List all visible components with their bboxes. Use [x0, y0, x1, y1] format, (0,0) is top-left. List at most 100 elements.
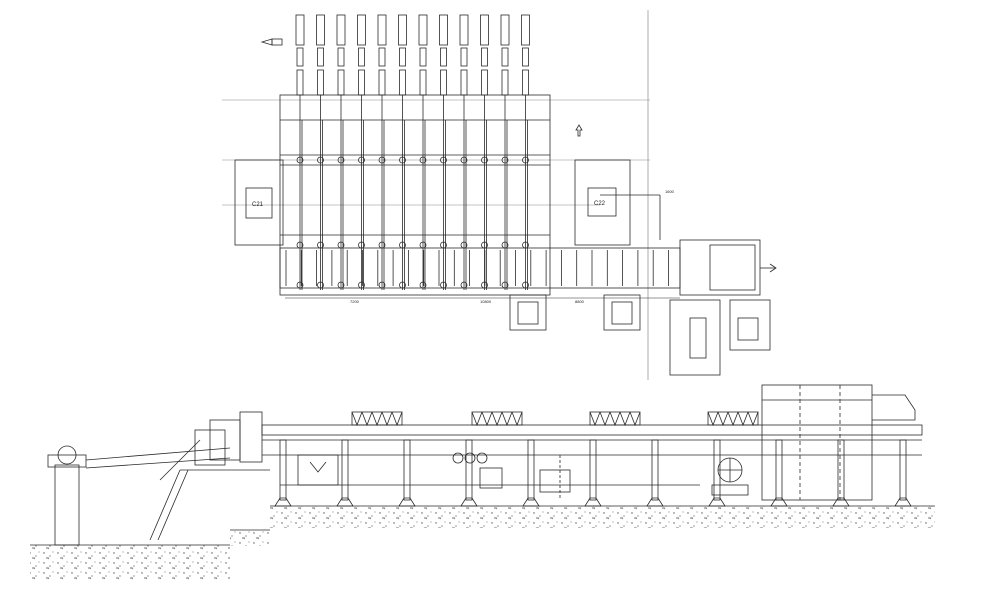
exit-unit-inner [709, 244, 756, 291]
hood-truss-member [599, 411, 611, 427]
conveyor-deck [261, 424, 923, 436]
stand-gearbox [399, 47, 406, 67]
stand-coupling [501, 69, 509, 96]
stand-motor [398, 14, 407, 46]
pit-left [509, 294, 547, 331]
hood-truss-member [707, 411, 719, 427]
stand-gearbox [460, 47, 468, 67]
stand-motor [357, 14, 366, 46]
drive-shaft [159, 439, 201, 481]
stand-motor [500, 14, 510, 46]
support-pier [589, 439, 597, 501]
elevation-view [30, 384, 935, 580]
aux-unit-left [669, 299, 721, 376]
hood-truss-member [501, 411, 513, 427]
hood-truss-member [391, 411, 403, 427]
stand-bearing [358, 156, 365, 164]
dimension-label: 10800 [480, 299, 492, 304]
drive-base [711, 484, 749, 496]
stand-bearing [337, 156, 345, 164]
stand-motor [439, 14, 448, 46]
stand-motor [336, 14, 346, 46]
support-pier [465, 439, 473, 501]
stand-gearbox [296, 47, 304, 67]
stand-bearing [378, 156, 386, 164]
concrete-hatch [30, 506, 935, 580]
pit-left-inner [517, 301, 539, 325]
left-pedestal [54, 464, 80, 546]
left-foundation-pad [245, 187, 273, 219]
stand-bearing [296, 156, 304, 164]
roller-wheel [452, 452, 464, 464]
elev-hoods [351, 411, 759, 427]
aux-unit-right-core [737, 317, 759, 341]
stand-frame-outline [279, 94, 551, 296]
support-pier [651, 439, 659, 501]
right-foundation-pad [587, 187, 617, 217]
hood-truss-member [629, 411, 641, 427]
stand-coupling [337, 69, 345, 96]
stand-coupling [460, 69, 468, 96]
pier-footing [770, 497, 788, 507]
support-pier [837, 439, 845, 501]
furnace-hood [872, 394, 916, 421]
stand-gearbox [358, 47, 365, 67]
stand-bearing [317, 156, 324, 164]
plan-rollers [285, 250, 669, 286]
stand-gearbox [317, 47, 324, 67]
drive-shaft [85, 447, 231, 461]
plan-view: C21 C22 7200 10800 [222, 10, 777, 380]
foundation-label-right: C22 [594, 201, 606, 207]
hood-truss-member [619, 411, 631, 427]
foundation-label-left: C21 [252, 202, 264, 208]
drive-shaft [149, 469, 181, 541]
plan-stands [295, 14, 530, 290]
hood-truss-member [609, 411, 621, 427]
stand-gearbox [419, 47, 427, 67]
drive-shaft [85, 457, 231, 469]
stand-coupling [440, 69, 447, 96]
left-foundation-outline [234, 159, 284, 246]
flow-arrow-tag [271, 38, 283, 46]
stand-gearbox [501, 47, 509, 67]
stand-motor [521, 14, 530, 46]
pier-footing [336, 497, 354, 507]
left-pedestal-cap [47, 454, 87, 468]
hopper [297, 454, 339, 486]
stand-bearing [501, 156, 509, 164]
stand-gearbox [378, 47, 386, 67]
stand-motor [316, 14, 325, 46]
aux-unit-left-core [689, 317, 707, 359]
hood-truss-member [737, 411, 749, 427]
support-pier [899, 439, 907, 501]
pier-footing [460, 497, 478, 507]
hood-truss-member [491, 411, 503, 427]
hood-truss-member [481, 411, 493, 427]
support-pier [341, 439, 349, 501]
stand-coupling [378, 69, 386, 96]
pier-footing [894, 497, 912, 507]
hopper-funnel [309, 461, 327, 473]
furnace-box [761, 384, 873, 501]
entry-stand [239, 411, 263, 463]
stand-coupling [419, 69, 427, 96]
stand-gearbox [337, 47, 345, 67]
elev-piers [274, 439, 912, 507]
exit-arrow-head [769, 263, 777, 273]
stand-coupling [399, 69, 406, 96]
pier-footing [522, 497, 540, 507]
hood-truss-member [371, 411, 383, 427]
motor-block [479, 467, 503, 489]
stand-bearing [460, 156, 468, 164]
hood-truss-member [511, 411, 523, 427]
roller-wheel [464, 452, 476, 464]
hood-truss-member [717, 411, 729, 427]
stand-gearbox [481, 47, 488, 67]
pier-footing [646, 497, 664, 507]
stand-gearbox [440, 47, 447, 67]
support-pier [279, 439, 287, 501]
stand-bearing [522, 156, 529, 164]
stand-bearing [419, 156, 427, 164]
